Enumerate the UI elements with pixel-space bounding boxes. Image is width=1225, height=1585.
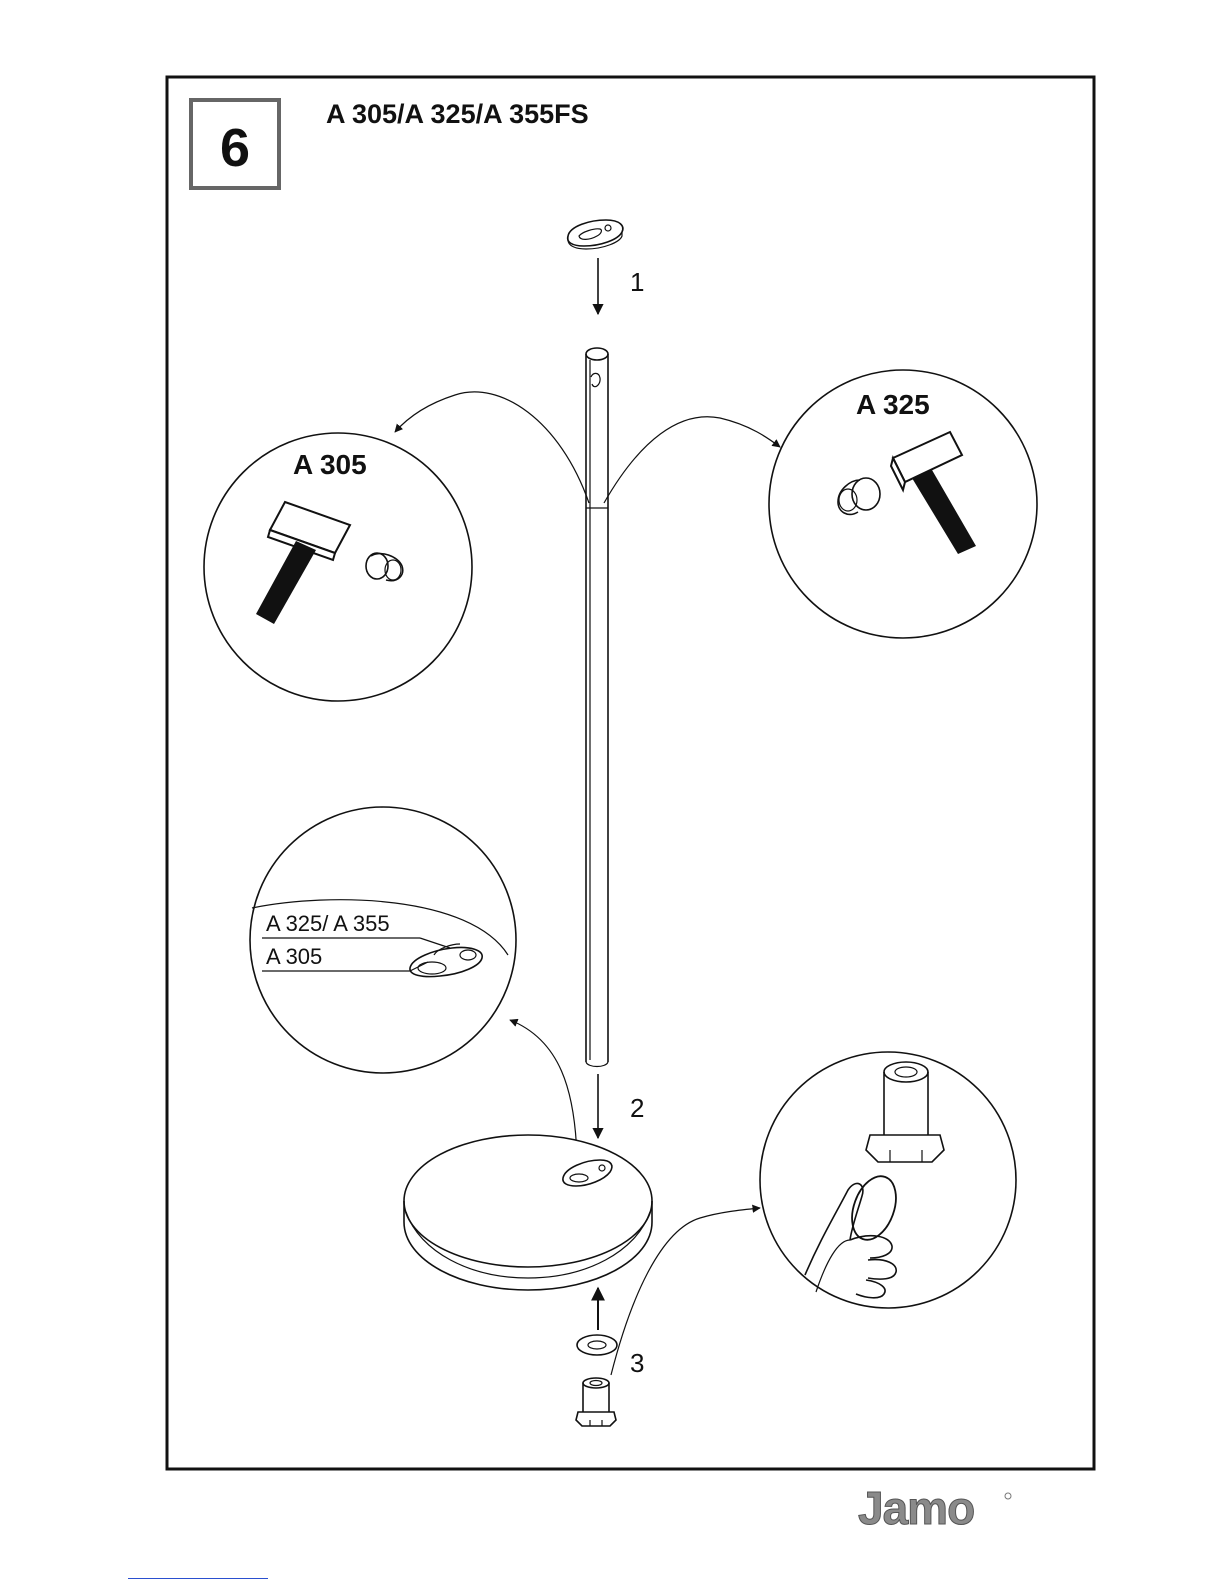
cap-plug-icon <box>568 220 623 249</box>
base-disc-icon <box>404 1135 652 1290</box>
callout-a305: A 305 <box>204 433 472 701</box>
base-detail-label-upper: A 325/ A 355 <box>266 911 390 936</box>
jamo-logo: Jamo <box>858 1482 1011 1534</box>
step-3-label: 3 <box>630 1348 644 1378</box>
spike-nut-icon <box>576 1378 616 1426</box>
step-number-box: 6 <box>191 100 279 188</box>
callout-a325-label: A 325 <box>856 389 930 420</box>
jamo-logo-text: Jamo <box>858 1482 974 1534</box>
callout-a305-label: A 305 <box>293 449 367 480</box>
step-1-label: 1 <box>630 267 644 297</box>
arrow-to-right-callout <box>604 417 780 503</box>
base-detail-label-lower: A 305 <box>266 944 322 969</box>
page-title: A 305/A 325/A 355FS <box>326 99 589 129</box>
washer-icon <box>577 1335 617 1355</box>
callout-hand-coin <box>760 1052 1016 1308</box>
footer-link-rule <box>128 1578 268 1579</box>
tube-pole-icon <box>586 348 608 1067</box>
step-number: 6 <box>220 118 250 178</box>
callout-base-detail: A 325/ A 355 A 305 <box>250 807 516 1073</box>
callout-a325: A 325 <box>769 370 1037 638</box>
step-2-label: 2 <box>630 1093 644 1123</box>
